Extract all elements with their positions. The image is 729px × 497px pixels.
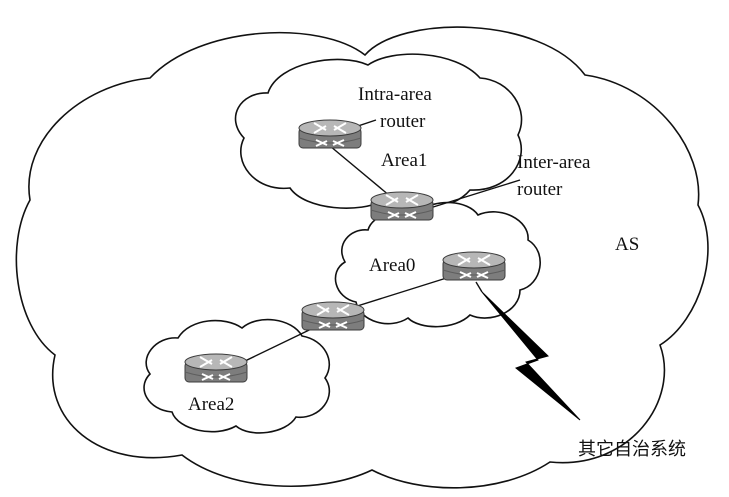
- router-icon: [298, 119, 362, 149]
- router-icon: [442, 251, 506, 281]
- intra-area-router-label-line2: router: [380, 111, 426, 132]
- area0-label: Area0: [369, 255, 415, 276]
- area2-label: Area2: [188, 394, 234, 415]
- router-icon: [370, 191, 434, 221]
- lightning-bolt-icon: [481, 291, 581, 421]
- area1-label: Area1: [381, 150, 427, 171]
- router-icon: [184, 353, 248, 383]
- router-icon: [301, 301, 365, 331]
- link-area0-down: [475, 281, 483, 293]
- other-as-label: 其它自治系统: [578, 439, 686, 460]
- pointer-inter-label: [429, 179, 521, 209]
- as-label: AS: [615, 234, 639, 255]
- intra-area-router-label-line1: Intra-area: [358, 84, 432, 105]
- inter-area-router-label-line1: Inter-area: [517, 152, 591, 173]
- area1-cloud: [234, 53, 523, 210]
- inter-area-router-label-line2: router: [517, 179, 563, 200]
